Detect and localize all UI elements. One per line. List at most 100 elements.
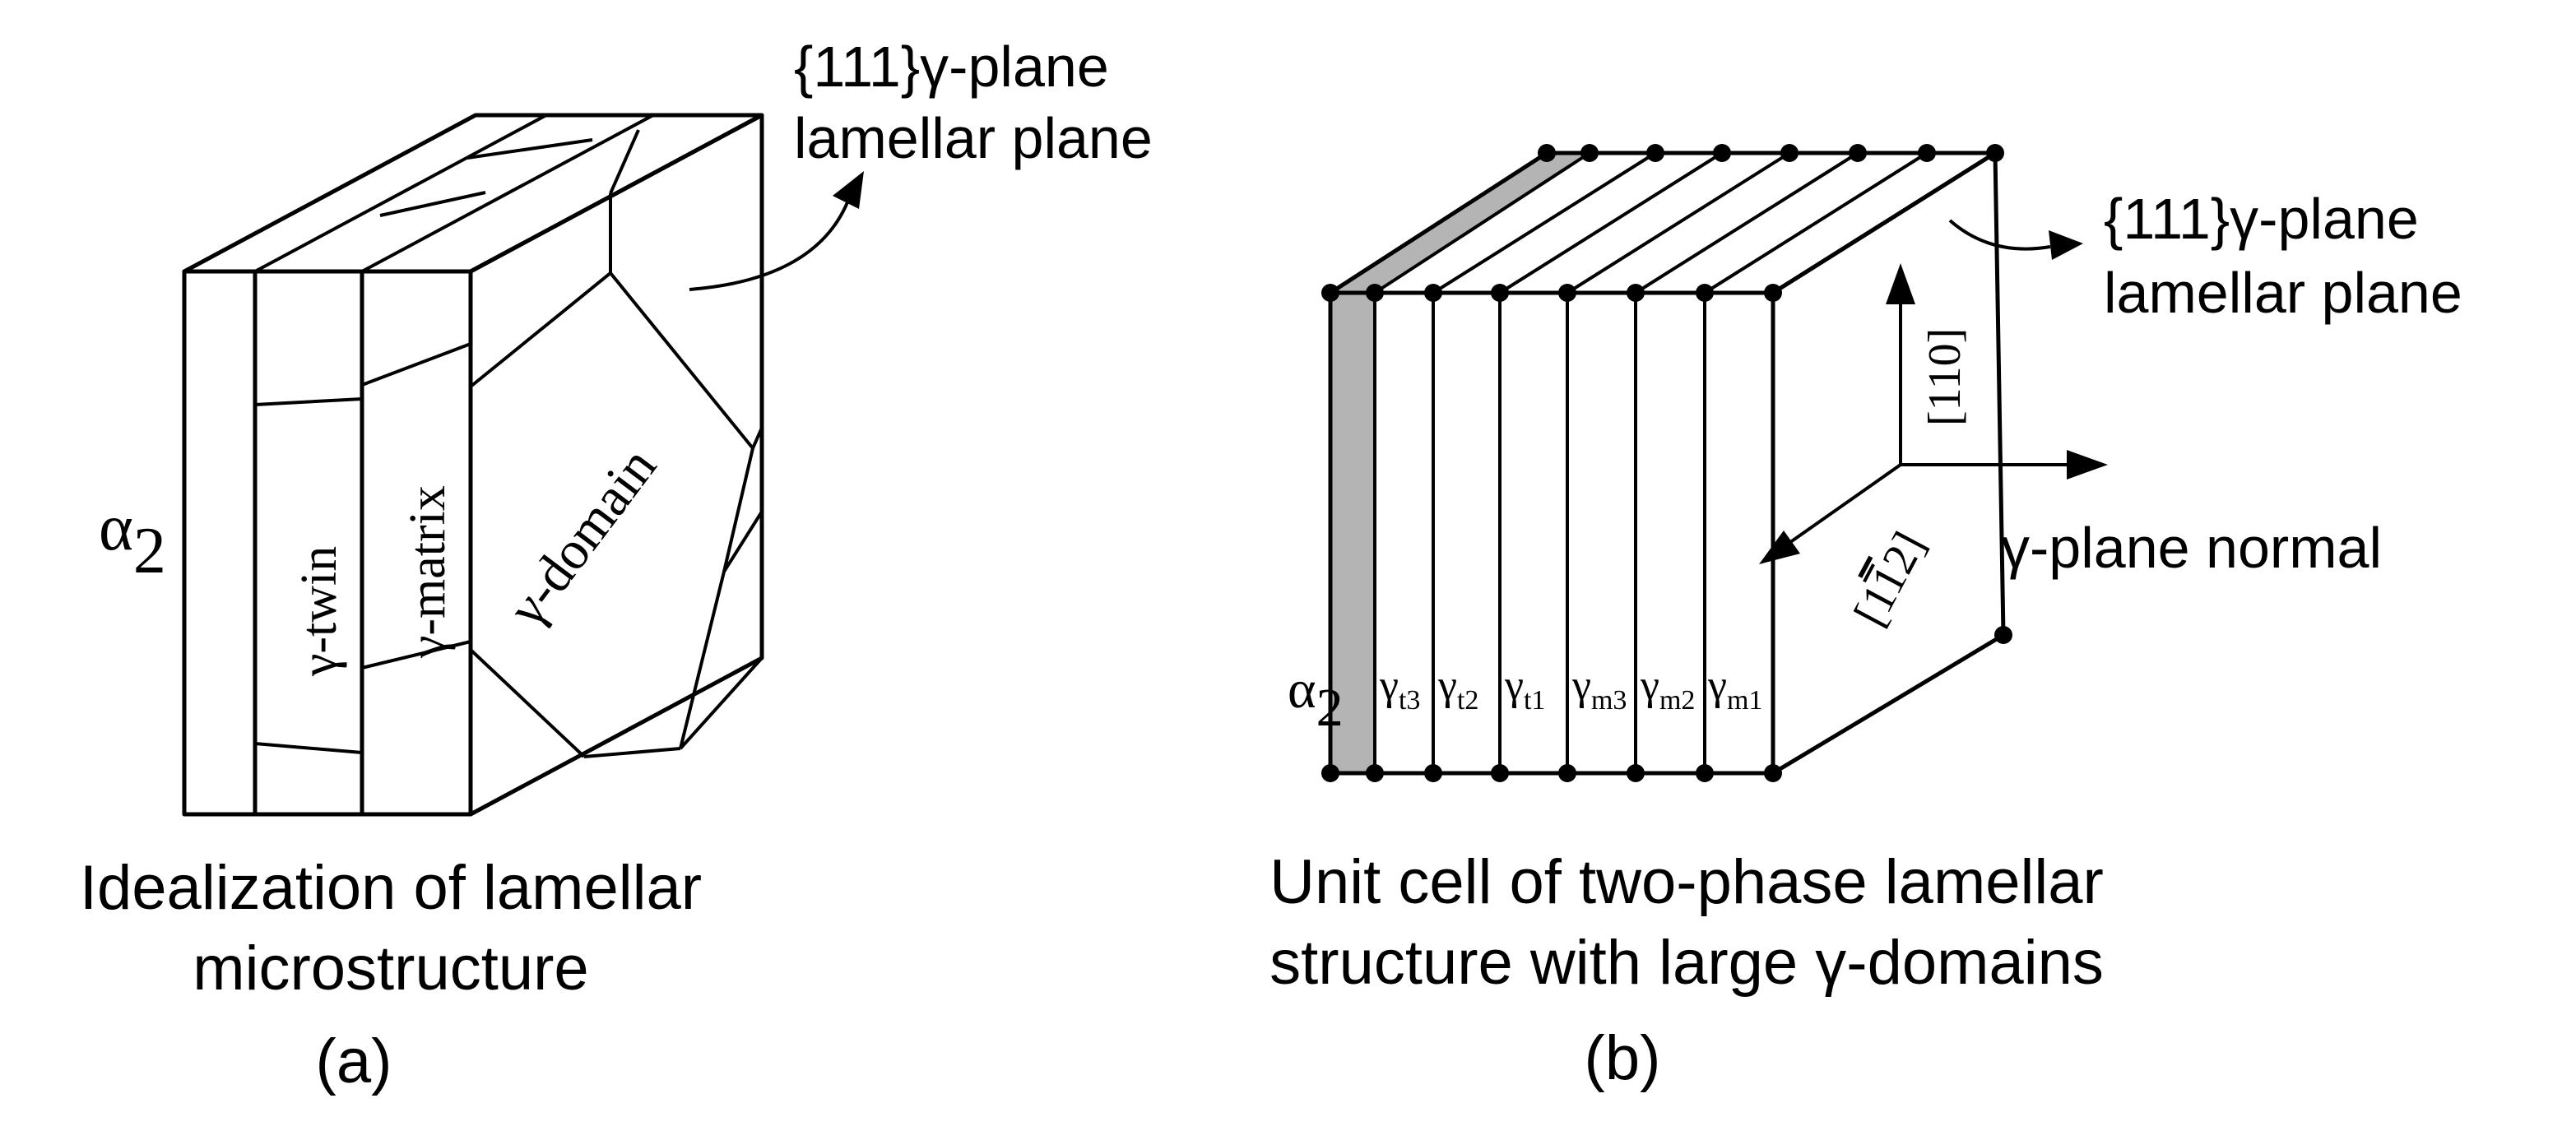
lattice-point bbox=[1366, 764, 1384, 782]
lattice-point bbox=[1780, 144, 1799, 162]
lattice-point bbox=[1627, 284, 1645, 302]
alpha2-label-b: α2 bbox=[1288, 660, 1344, 738]
lamella-top-edge bbox=[1634, 151, 1859, 294]
gamma-symbol: γ bbox=[1437, 662, 1457, 709]
caption-a-line2: microstructure bbox=[193, 934, 588, 1003]
plane-label-a-line1: {111}γ-plane bbox=[794, 35, 1109, 99]
lattice-point bbox=[1321, 284, 1339, 302]
panel-b-labels: {111}γ-plane lamellar plane γ-plane norm… bbox=[1269, 187, 2462, 1093]
panel-b-cell bbox=[1321, 144, 2108, 782]
lamella-top-edge bbox=[1566, 151, 1791, 294]
lattice-point bbox=[1424, 284, 1442, 302]
gamma-symbol: γ bbox=[1707, 662, 1727, 709]
lattice-points bbox=[1321, 144, 2012, 782]
alpha-symbol: α bbox=[1288, 660, 1316, 720]
lattice-point bbox=[1986, 144, 2004, 162]
lattice-point bbox=[1764, 764, 1782, 782]
lattice-point bbox=[1646, 144, 1664, 162]
alpha2-label-a: α2 bbox=[99, 492, 166, 587]
alpha2-lamella-top bbox=[1330, 153, 1590, 293]
lamella-subscript: t1 bbox=[1524, 685, 1545, 716]
alpha-symbol: α bbox=[99, 492, 133, 564]
lattice-point bbox=[1366, 284, 1384, 302]
lamella-label-t1: γt1 bbox=[1504, 662, 1545, 716]
lattice-point bbox=[1558, 764, 1576, 782]
domain-boundary bbox=[679, 656, 764, 750]
domain-boundary bbox=[609, 129, 640, 194]
plane-label-a-line2: lamellar plane bbox=[794, 106, 1153, 170]
alpha2-lamella-front bbox=[1330, 293, 1375, 773]
lamella-top-edge bbox=[1432, 151, 1657, 294]
lattice-point bbox=[1918, 144, 1936, 162]
top-domain-boundary bbox=[466, 138, 593, 160]
domain-boundary bbox=[722, 510, 764, 573]
lamella-subscript: t2 bbox=[1457, 685, 1478, 716]
lattice-point bbox=[1764, 284, 1782, 302]
gamma-matrix-label: γ-matrix bbox=[400, 485, 456, 659]
gamma-twin-label: γ-twin bbox=[291, 546, 347, 677]
lamella-top-edge bbox=[1373, 151, 1591, 294]
plane-pointer-arrow bbox=[1948, 219, 2051, 251]
caption-b-line2: structure with large γ-domains bbox=[1269, 928, 2104, 998]
twin-domain-boundary bbox=[254, 742, 363, 754]
twin-domain-boundary bbox=[254, 397, 363, 406]
plane-label-b-line2: lamellar plane bbox=[2104, 261, 2462, 325]
lattice-point bbox=[1627, 764, 1645, 782]
lamella-label-t3: γt3 bbox=[1379, 662, 1420, 716]
gamma-symbol: γ bbox=[1571, 662, 1591, 709]
direction-1bar12-arrow bbox=[1785, 463, 1902, 546]
domain-boundary bbox=[751, 427, 764, 449]
top-domain-boundary bbox=[379, 191, 486, 217]
lamella-top-edge bbox=[361, 114, 654, 273]
lamella-subscript: m1 bbox=[1727, 685, 1762, 716]
lamella-top-edge bbox=[254, 114, 547, 273]
lattice-point bbox=[1491, 284, 1509, 302]
lamella-top-edge bbox=[1703, 151, 1929, 294]
matrix-domain-boundary bbox=[361, 342, 471, 387]
lamella-subscript: t3 bbox=[1399, 685, 1420, 716]
overbar bbox=[1863, 563, 1875, 583]
matrix-domain-boundary bbox=[361, 640, 471, 670]
domain-boundary bbox=[583, 747, 681, 758]
panel-a-block bbox=[182, 113, 864, 817]
lattice-point bbox=[1558, 284, 1576, 302]
plane-pointer-arrow bbox=[689, 202, 849, 291]
panel-a-label: (a) bbox=[316, 1026, 392, 1096]
lattice-point bbox=[1424, 764, 1442, 782]
arrowhead bbox=[2049, 230, 2083, 260]
direction-110-label: [110] bbox=[1919, 328, 1970, 426]
caption-b-line1: Unit cell of two-phase lamellar bbox=[1269, 847, 2104, 917]
block-a-top-face bbox=[182, 113, 764, 274]
direction-1bar12-label: [112] bbox=[1845, 524, 1936, 634]
lattice-point bbox=[1696, 764, 1714, 782]
lattice-point bbox=[1580, 144, 1599, 162]
direction-1bar12-text: [112] bbox=[1845, 524, 1936, 634]
alpha-subscript: 2 bbox=[133, 515, 166, 587]
gamma-symbol: γ bbox=[1379, 662, 1399, 709]
arrowhead bbox=[1886, 263, 1915, 304]
arrowhead bbox=[2067, 450, 2108, 480]
lamella-label-m1: γm1 bbox=[1707, 662, 1762, 716]
lattice-point bbox=[1713, 144, 1731, 162]
lattice-point bbox=[1491, 764, 1509, 782]
gamma-symbol: γ bbox=[1640, 662, 1659, 709]
lamella-label-m3: γm3 bbox=[1571, 662, 1627, 716]
arrowhead bbox=[1759, 531, 1800, 564]
lattice-point bbox=[1321, 764, 1339, 782]
lamella-top-edge bbox=[1498, 151, 1724, 294]
arrowhead bbox=[833, 171, 864, 209]
lamella-label-m2: γm2 bbox=[1640, 662, 1695, 716]
lattice-point bbox=[1696, 284, 1714, 302]
lamella-subscript: m3 bbox=[1591, 685, 1627, 716]
plane-label-b-line1: {111}γ-plane bbox=[2104, 187, 2419, 251]
lattice-point bbox=[1538, 144, 1556, 162]
panel-b-label: (b) bbox=[1585, 1023, 1661, 1093]
lattice-point bbox=[1849, 144, 1867, 162]
lattice-point bbox=[1994, 626, 2012, 644]
caption-a-line1: Idealization of lamellar bbox=[80, 853, 702, 923]
gamma-domain-label: γ-domain bbox=[496, 437, 668, 637]
plane-normal-label: γ-plane normal bbox=[2001, 516, 2382, 580]
alpha-subscript: 2 bbox=[1316, 678, 1344, 738]
